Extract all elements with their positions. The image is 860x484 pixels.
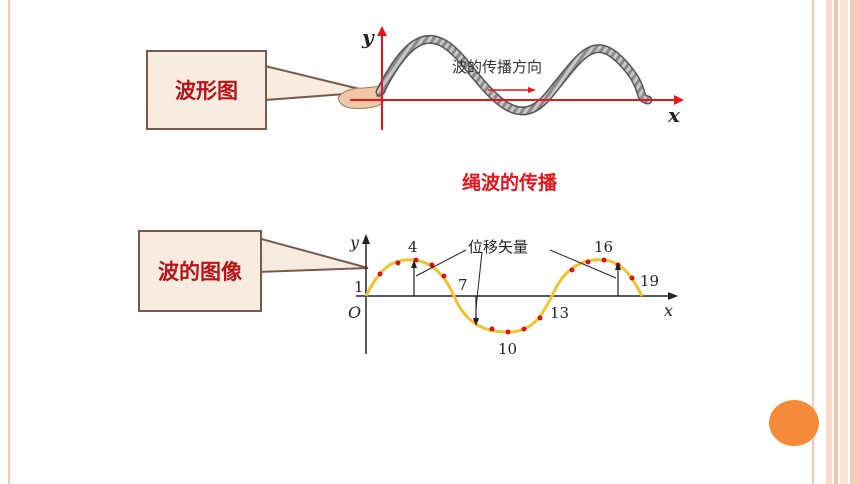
wave-origin-label: O (348, 303, 361, 322)
leader-left (415, 249, 467, 277)
point-label-13: 13 (550, 304, 569, 322)
rope-y-arrow (377, 26, 387, 36)
rope-x-arrow (674, 95, 684, 105)
rope (377, 36, 651, 114)
point-label-4: 4 (408, 238, 418, 256)
propagation-direction-label: 波的传播方向 (452, 58, 542, 76)
rope-wave-figure: y x 波的传播方向 (337, 25, 684, 130)
wave-y-arrow (362, 234, 370, 244)
slide-frame (8, 0, 814, 484)
point-label-7: 7 (458, 276, 468, 294)
point-label-19: 19 (640, 272, 659, 290)
point-label-1: 1 (354, 278, 364, 296)
point-label-10: 10 (498, 340, 517, 358)
wave-x-arrow (668, 292, 678, 300)
vector-16-head (615, 262, 621, 270)
leader-middle (475, 251, 483, 309)
callout-wave-image-label: 波的图像 (158, 260, 242, 284)
point-label-16: 16 (594, 238, 613, 256)
vector-7-head (473, 318, 479, 326)
rope-x-label: x (667, 103, 681, 127)
wave-x-label: x (664, 301, 673, 320)
callout-waveform: 波形图 (146, 50, 267, 130)
next-slide-button[interactable] (769, 400, 819, 446)
wave-y-label: y (349, 233, 360, 252)
wave-image-figure: y x O 位移矢量 1 4 7 10 13 16 19 (348, 233, 678, 358)
decorative-side-stripes (826, 0, 860, 484)
rope-y-label: y (361, 25, 375, 49)
displacement-vector-label: 位移矢量 (468, 238, 528, 256)
vector-4-head (411, 260, 417, 268)
rope-wave-caption: 绳波的传播 (462, 172, 558, 194)
callout-wave-image: 波的图像 (138, 230, 262, 312)
propagation-arrowhead (528, 87, 536, 93)
callout-waveform-label: 波形图 (175, 79, 238, 103)
leader-right (549, 249, 617, 279)
